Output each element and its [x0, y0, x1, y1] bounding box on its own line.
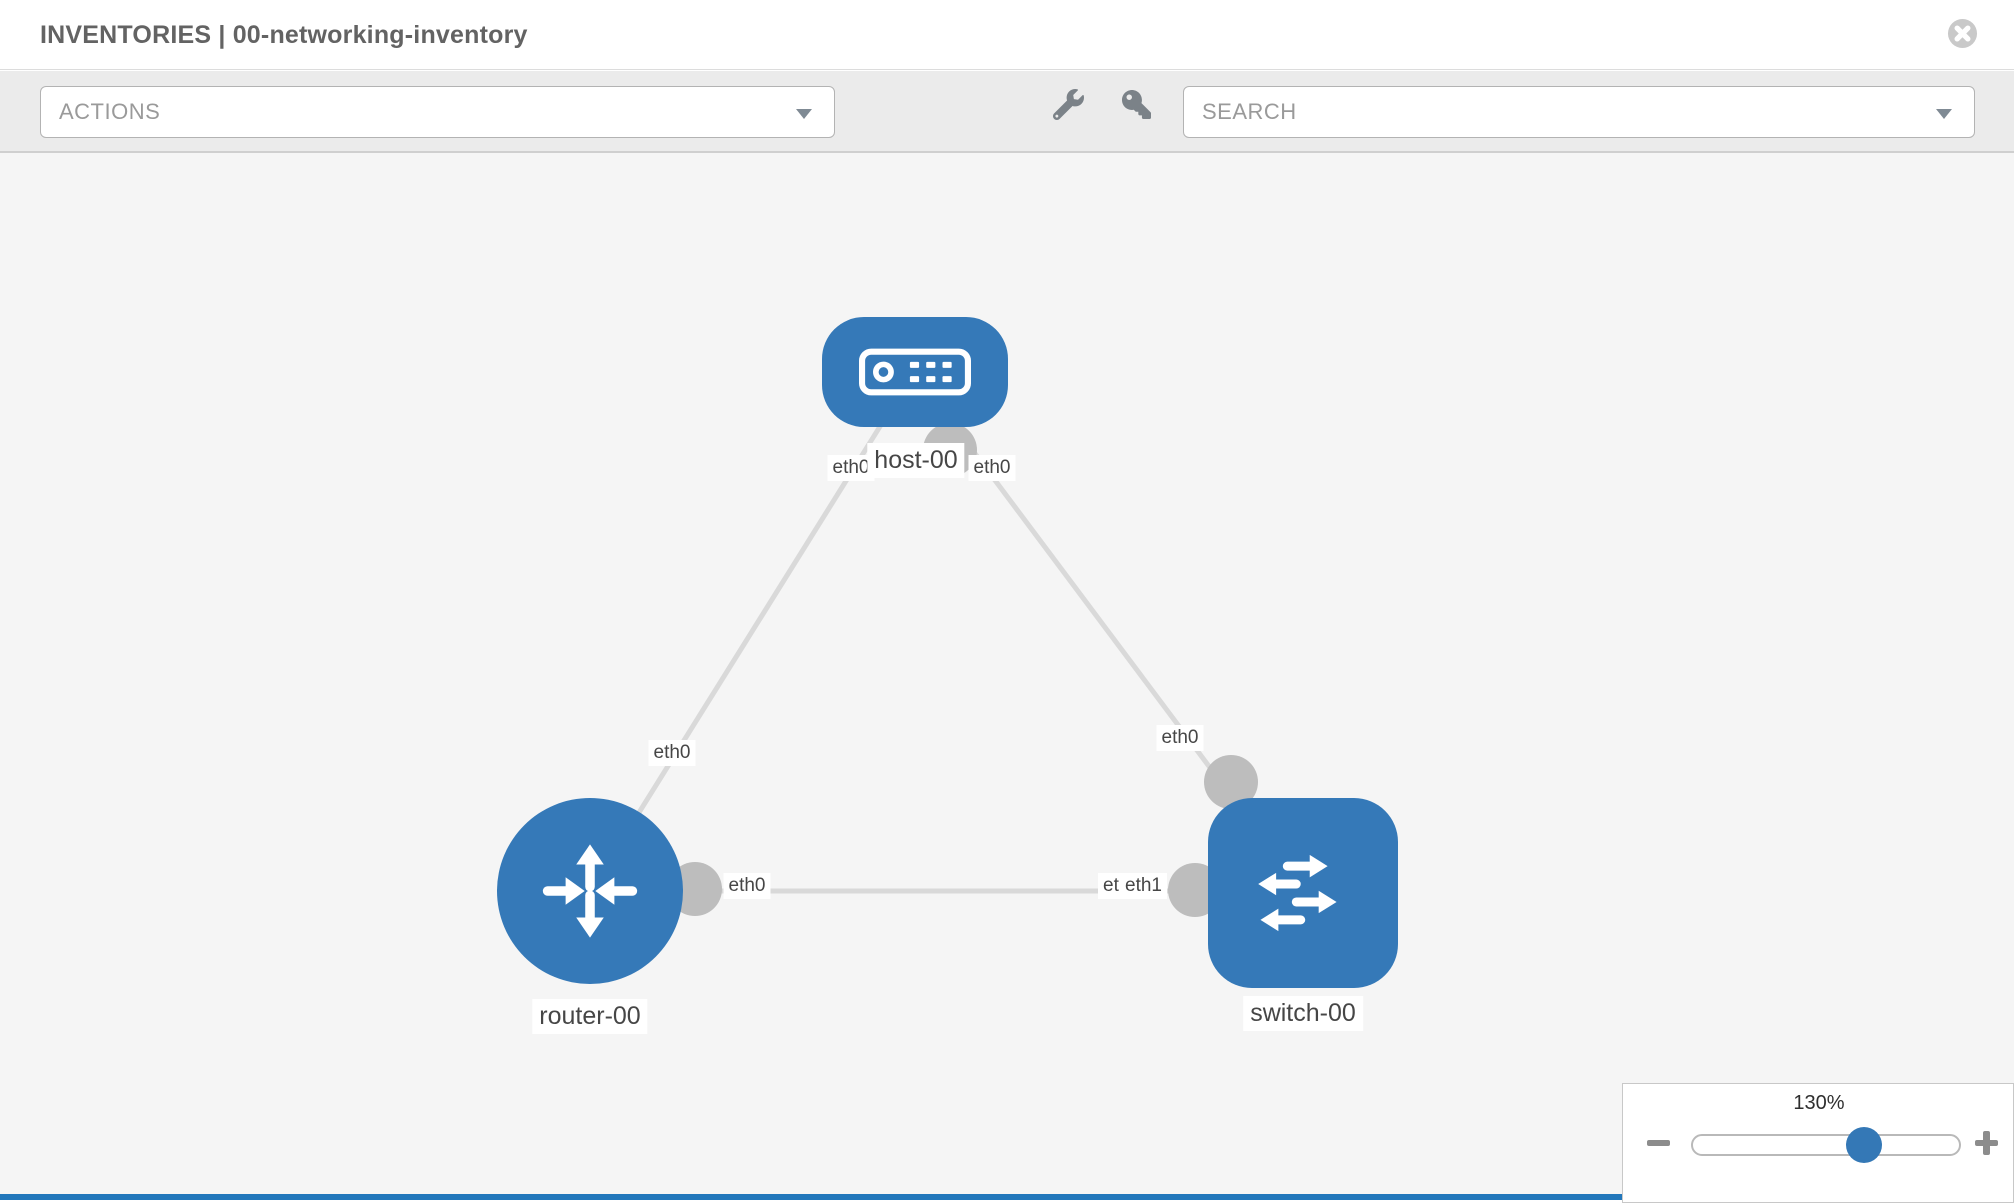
zoom-in-icon[interactable]: [1983, 1131, 1990, 1155]
actions-dropdown[interactable]: ACTIONS: [40, 86, 835, 138]
configure-button[interactable]: [1048, 84, 1088, 124]
wrench-icon: [1052, 88, 1084, 120]
page-title: INVENTORIES | 00-networking-inventory: [40, 21, 528, 49]
chevron-down-icon: [1936, 109, 1952, 119]
port-label: eth0: [648, 740, 696, 766]
host-device-icon: [859, 348, 971, 396]
node-switch-00[interactable]: [1208, 798, 1398, 988]
port-label: eth1: [1120, 873, 1167, 899]
node-router-00[interactable]: [497, 798, 683, 984]
footer-accent-bar: [0, 1194, 1622, 1200]
credentials-button[interactable]: [1116, 84, 1156, 124]
switch-icon: [1258, 854, 1337, 932]
port-label: eth0: [827, 455, 875, 481]
toolbar: ACTIONS SEARCH: [0, 71, 2014, 153]
chevron-down-icon: [796, 109, 812, 119]
node-label-switch: switch-00: [1243, 996, 1363, 1031]
port-label: eth0: [968, 455, 1016, 481]
header: INVENTORIES | 00-networking-inventory: [0, 0, 2014, 70]
search-dropdown[interactable]: SEARCH: [1183, 86, 1975, 138]
port-label: eth0: [1156, 725, 1204, 751]
zoom-panel: 130%: [1622, 1083, 2014, 1203]
zoom-out-icon[interactable]: [1647, 1140, 1670, 1146]
node-host-00[interactable]: [822, 317, 1008, 427]
node-label-host: host-00: [867, 443, 965, 478]
close-icon: [1947, 18, 1978, 49]
port-circle-switch-north: [1204, 755, 1258, 809]
key-icon: [1121, 89, 1151, 119]
port-label: eth0: [723, 873, 771, 899]
zoom-level-value: 130%: [1793, 1092, 1845, 1114]
search-dropdown-label: SEARCH: [1202, 99, 1297, 124]
close-button[interactable]: [1947, 18, 1978, 49]
topology-canvas[interactable]: [0, 153, 2014, 1200]
actions-dropdown-label: ACTIONS: [59, 99, 161, 124]
node-label-router: router-00: [532, 999, 648, 1034]
router-icon: [542, 844, 638, 938]
zoom-slider-knob[interactable]: [1846, 1127, 1882, 1163]
zoom-slider-track[interactable]: [1691, 1134, 1961, 1156]
